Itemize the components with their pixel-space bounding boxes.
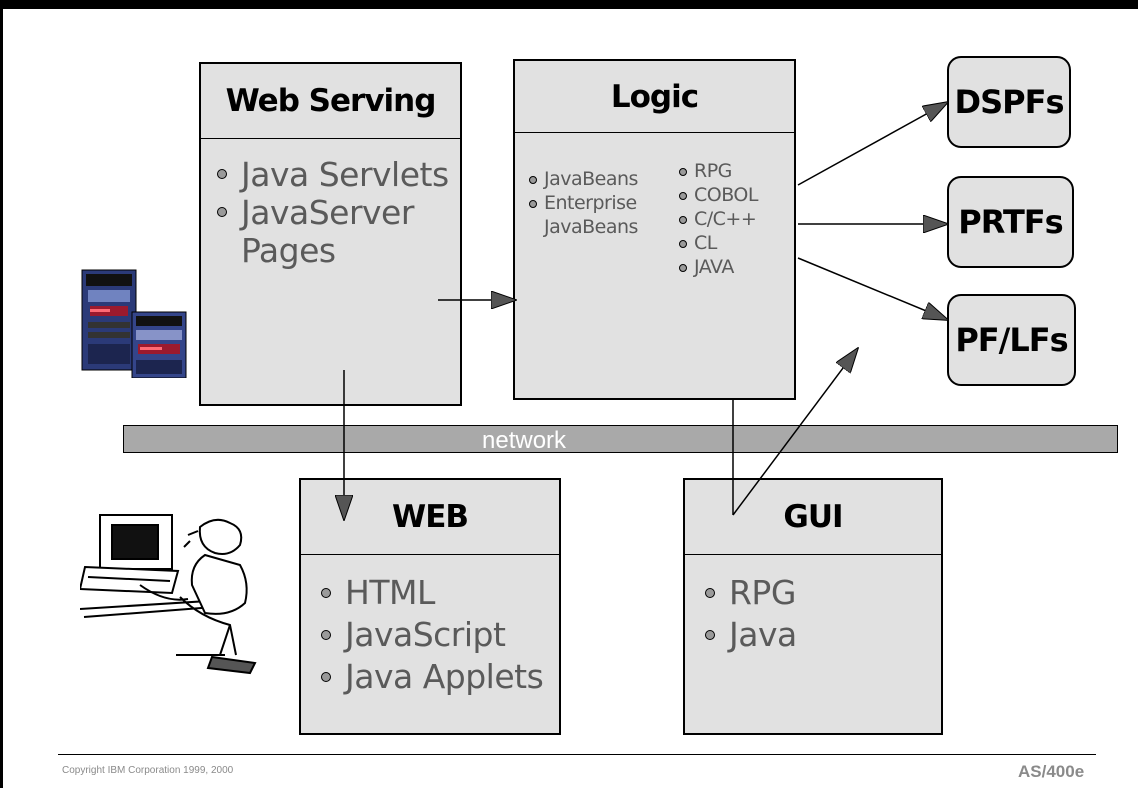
web-serving-list: Java Servlets JavaServer Pages — [215, 156, 449, 270]
copyright-text: Copyright IBM Corporation 1999, 2000 — [62, 765, 234, 776]
as400-server-icon — [81, 269, 187, 378]
list-item: HTML — [319, 572, 543, 614]
list-item: Java — [703, 614, 797, 656]
gui-title: GUI — [685, 480, 941, 555]
top-rule — [0, 0, 1138, 9]
brand-text: AS/400e — [1018, 762, 1085, 781]
bullet-icon — [679, 216, 687, 224]
bullet-icon — [529, 200, 537, 208]
gui-box: GUI RPG Java — [683, 478, 943, 735]
list-item: C/C++ — [679, 207, 758, 231]
network-label: network — [482, 427, 567, 454]
pf-lfs-box: PF/LFs — [947, 294, 1076, 386]
bullet-icon — [321, 588, 331, 598]
arrow-logic-to-pflfs — [797, 257, 948, 320]
list-item: CL — [679, 231, 758, 255]
list-item: Java Servlets — [215, 156, 449, 194]
bullet-icon — [705, 630, 715, 640]
web-title: WEB — [301, 480, 559, 555]
logic-title: Logic — [515, 61, 794, 133]
list-item: COBOL — [679, 183, 758, 207]
list-item: JavaServer Pages — [215, 194, 441, 270]
logic-box: Logic JavaBeans Enterprise JavaBeans RPG… — [513, 59, 796, 400]
web-box: WEB HTML JavaScript Java Applets — [299, 478, 561, 735]
list-item: JavaBeans — [529, 167, 669, 191]
bullet-icon — [321, 630, 331, 640]
list-item: RPG — [703, 572, 797, 614]
bullet-icon — [705, 588, 715, 598]
bullet-icon — [217, 207, 227, 217]
network-bar: network — [123, 425, 1118, 454]
logic-list-left: JavaBeans Enterprise JavaBeans — [529, 167, 669, 239]
web-serving-box: Web Serving Java Servlets JavaServer Pag… — [199, 62, 462, 406]
bullet-icon — [679, 264, 687, 272]
list-item: Java Applets — [319, 656, 544, 698]
web-serving-title: Web Serving — [201, 64, 460, 139]
bullet-icon — [679, 240, 687, 248]
bullet-icon — [679, 192, 687, 200]
list-item: JAVA — [679, 255, 758, 279]
web-list: HTML JavaScript Java Applets — [319, 572, 544, 698]
bullet-icon — [217, 169, 227, 179]
bullet-icon — [321, 672, 331, 682]
prtfs-box: PRTFs — [947, 176, 1074, 268]
list-item: JavaScript — [319, 614, 543, 656]
list-item: RPG — [679, 159, 758, 183]
arrow-logic-to-dspfs — [797, 102, 948, 186]
bullet-icon — [679, 168, 687, 176]
footer-rule — [58, 754, 1096, 755]
list-item: Enterprise JavaBeans — [529, 191, 654, 239]
gui-list: RPG Java — [703, 572, 797, 656]
left-rule — [0, 0, 3, 788]
bullet-icon — [529, 176, 537, 184]
logic-list-right: RPG COBOL C/C++ CL JAVA — [679, 159, 758, 279]
arrow-gui-to-pflfs — [732, 348, 858, 516]
person-at-computer-icon — [80, 514, 257, 675]
